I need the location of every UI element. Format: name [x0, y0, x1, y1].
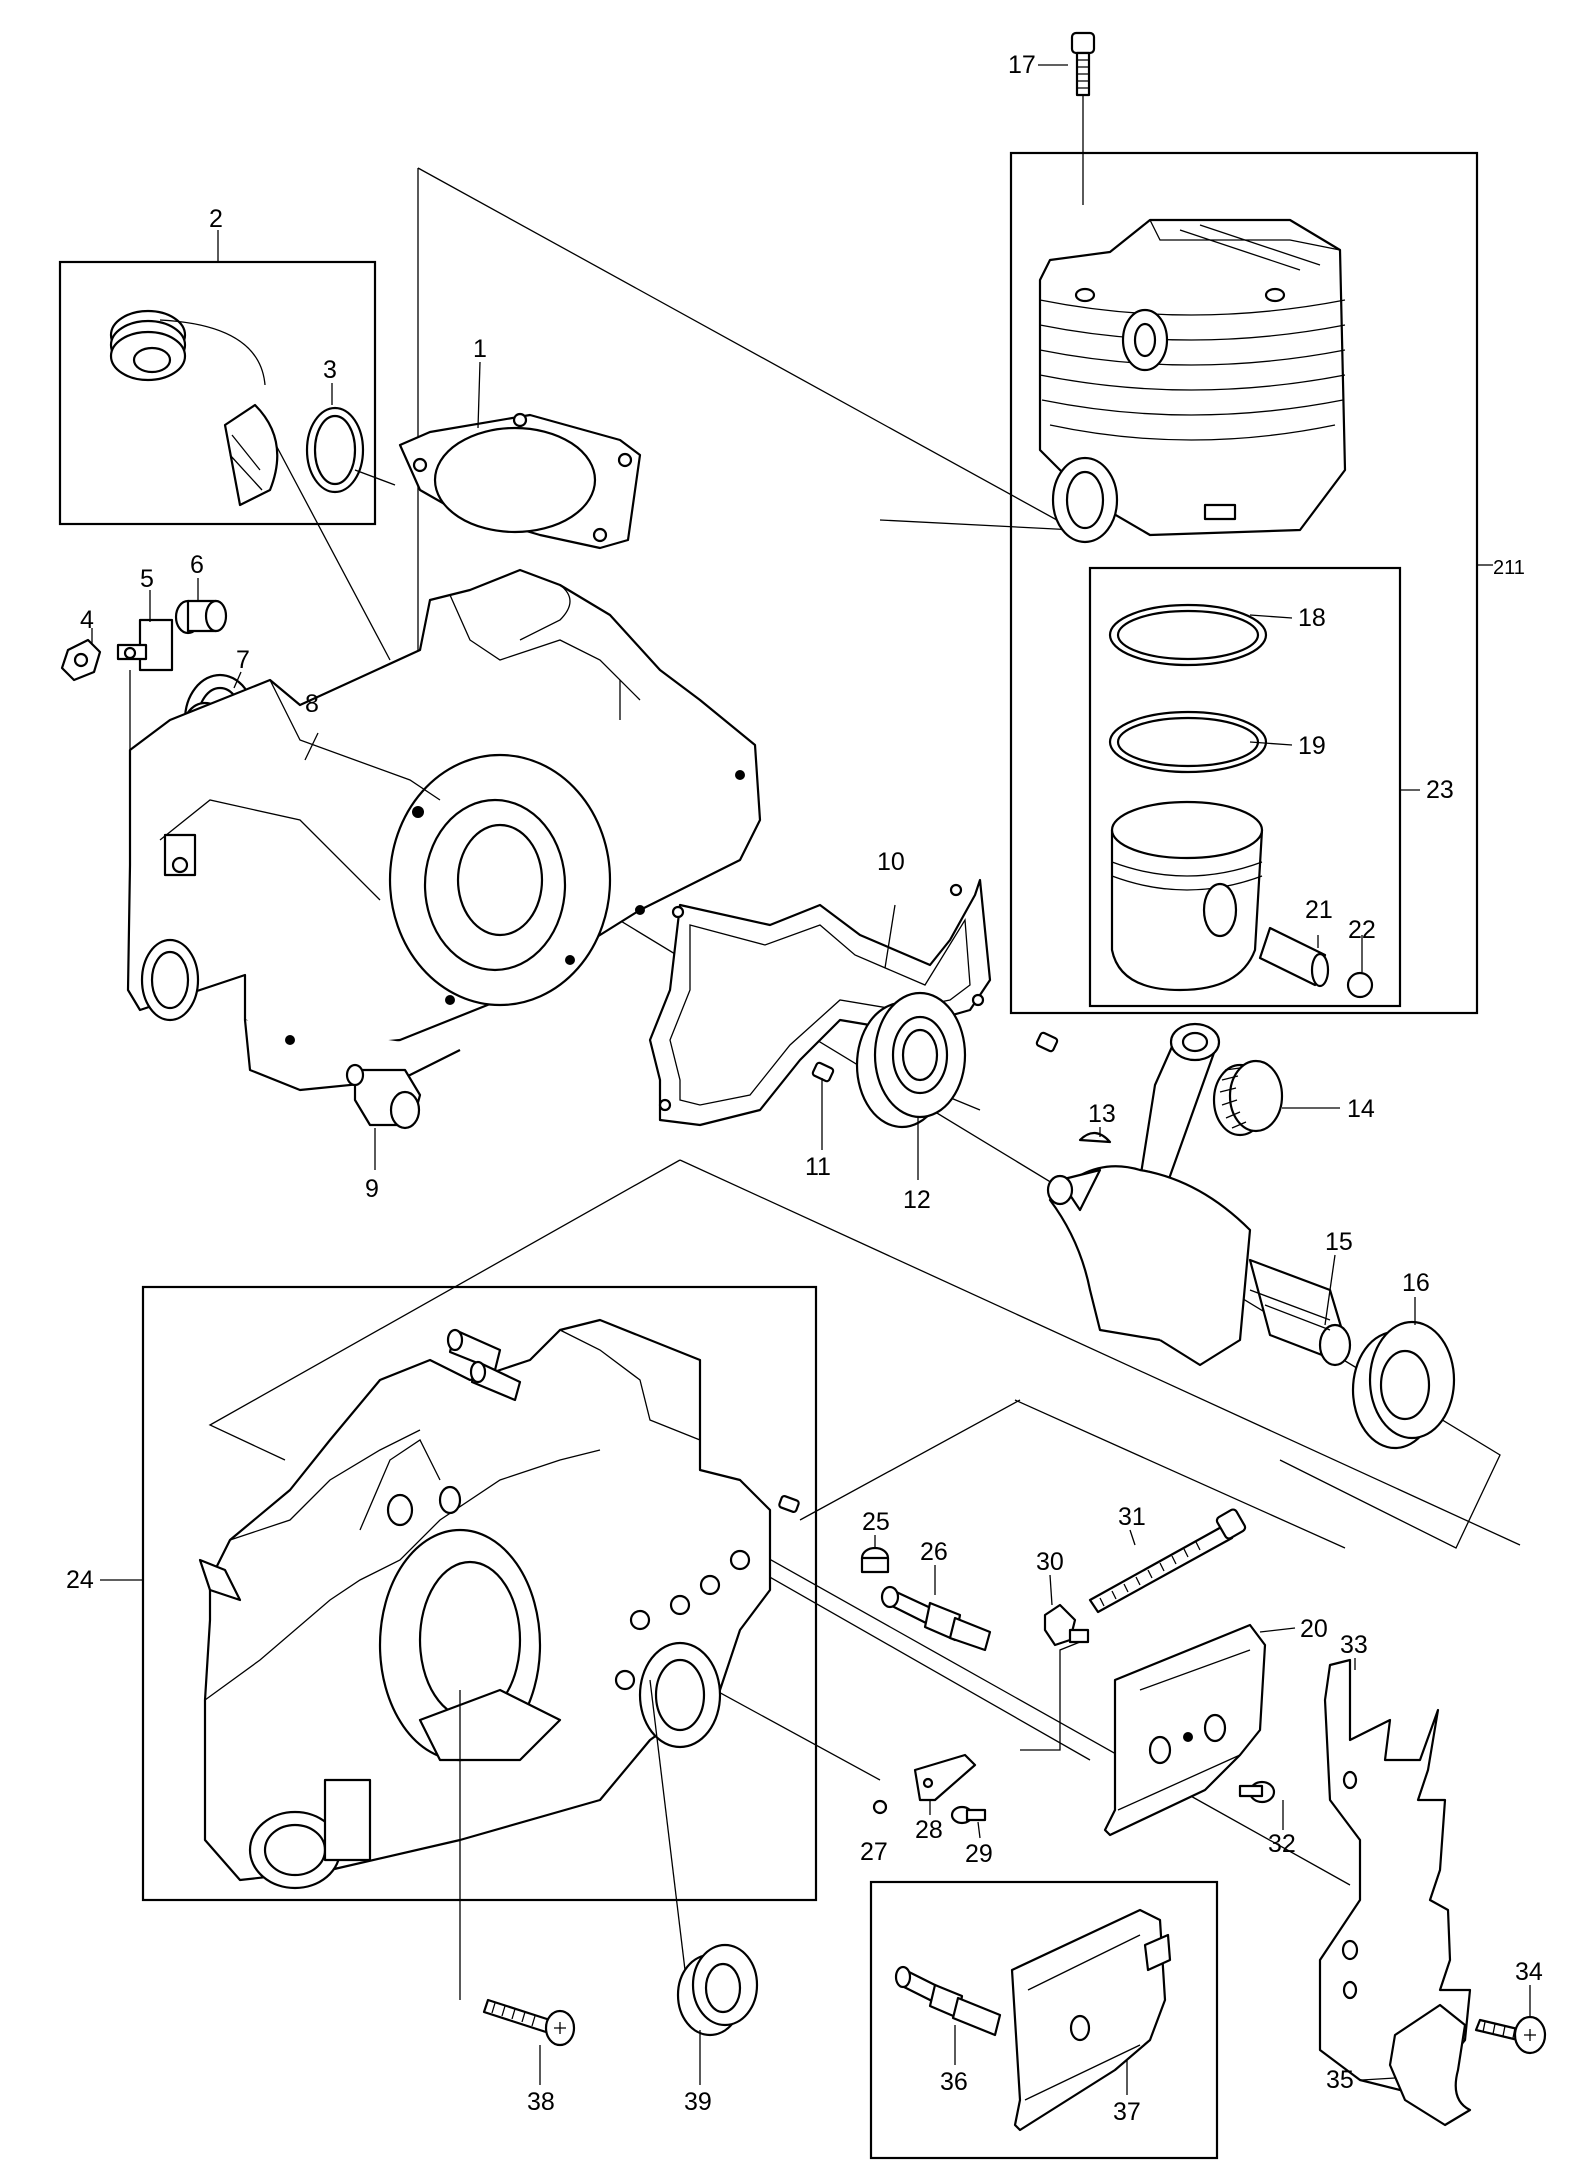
box-guide-plate-kit — [869, 1880, 1219, 2160]
crankcase-half — [126, 568, 762, 1092]
cylinder-bolt — [1070, 31, 1096, 97]
switch — [116, 618, 174, 672]
switch-knob — [174, 599, 228, 635]
label-30: 30 — [1036, 1548, 1064, 1576]
screw-small — [950, 1805, 987, 1825]
crankcase-main — [198, 1318, 772, 1890]
adjusting-nut — [1043, 1603, 1090, 1647]
label-10: 10 — [877, 848, 905, 876]
oil-cap — [109, 309, 279, 507]
cylinder-gasket — [398, 412, 642, 550]
guide-plate-alt — [1010, 1908, 1172, 2132]
label-27: 27 — [860, 1838, 888, 1866]
label-35: 35 — [1326, 2066, 1354, 2094]
label-14: 14 — [1347, 1095, 1375, 1123]
piston — [1110, 800, 1264, 992]
oil-cap-o-ring — [305, 406, 365, 494]
label-19: 19 — [1298, 732, 1326, 760]
spacer — [860, 1546, 890, 1574]
label-13: 13 — [1088, 1100, 1116, 1128]
label-24: 24 — [66, 1566, 94, 1594]
piston-pin-clip — [1346, 971, 1374, 999]
label-5: 5 — [140, 565, 154, 593]
o-ring-small — [872, 1799, 888, 1815]
spike-bumper — [1318, 1658, 1472, 2092]
bumper-plate — [1388, 2003, 1472, 2127]
bumper-screw — [1474, 2015, 1547, 2055]
box-cylinder-kit — [1009, 151, 1479, 1015]
label-26: 26 — [920, 1538, 948, 1566]
label-21: 21 — [1305, 896, 1333, 924]
bar-stud — [880, 1585, 992, 1652]
adjusting-screw — [1088, 1508, 1247, 1614]
label-34: 34 — [1515, 1958, 1543, 1986]
label-16: 16 — [1402, 1269, 1430, 1297]
label-38: 38 — [527, 2088, 555, 2116]
assembly-lines — [129, 167, 1521, 1886]
label-33: 33 — [1340, 1631, 1368, 1659]
label-28: 28 — [915, 1816, 943, 1844]
label-39: 39 — [684, 2088, 712, 2116]
box-crankcase — [141, 1285, 818, 1902]
label-25: 25 — [862, 1508, 890, 1536]
guide-plate — [1103, 1623, 1267, 1837]
label-36: 36 — [940, 2068, 968, 2096]
label-211: 211 — [1493, 557, 1525, 579]
label-3: 3 — [323, 356, 337, 384]
label-20: 20 — [1300, 1615, 1328, 1643]
box-piston-kit — [1088, 566, 1402, 1008]
label-31: 31 — [1118, 1503, 1146, 1531]
label-2: 2 — [209, 205, 223, 233]
crankcase-screw — [482, 1998, 576, 2047]
label-17: 17 — [1008, 51, 1036, 79]
label-9: 9 — [365, 1175, 379, 1203]
woodruff-key — [1078, 1131, 1112, 1144]
cylinder — [1038, 218, 1347, 544]
label-23: 23 — [1426, 776, 1454, 804]
main-bearing-right — [1351, 1320, 1456, 1450]
label-18: 18 — [1298, 604, 1326, 632]
bar-stud-alt — [894, 1965, 1002, 2037]
guide-plate-screw — [1238, 1780, 1276, 1804]
label-4: 4 — [80, 606, 94, 634]
label-1: 1 — [473, 335, 487, 363]
piston-pin — [1258, 926, 1330, 988]
dowel-pin — [811, 1031, 1059, 1083]
bracket — [913, 1753, 977, 1802]
dowel-sleeve — [345, 1063, 422, 1130]
label-7: 7 — [236, 646, 250, 674]
label-37: 37 — [1113, 2098, 1141, 2126]
label-8: 8 — [305, 690, 319, 718]
label-12: 12 — [903, 1186, 931, 1214]
label-6: 6 — [190, 551, 204, 579]
crankcase-studs — [446, 1328, 800, 1513]
needle-bearing — [1212, 1059, 1284, 1137]
label-22: 22 — [1348, 916, 1376, 944]
label-32: 32 — [1268, 1830, 1296, 1858]
main-bearing — [855, 991, 967, 1129]
nut — [60, 638, 102, 682]
label-11: 11 — [805, 1153, 831, 1181]
oil-seal-bottom — [676, 1943, 759, 2037]
label-15: 15 — [1325, 1228, 1353, 1256]
crankshaft — [1046, 1022, 1352, 1367]
label-29: 29 — [965, 1840, 993, 1868]
